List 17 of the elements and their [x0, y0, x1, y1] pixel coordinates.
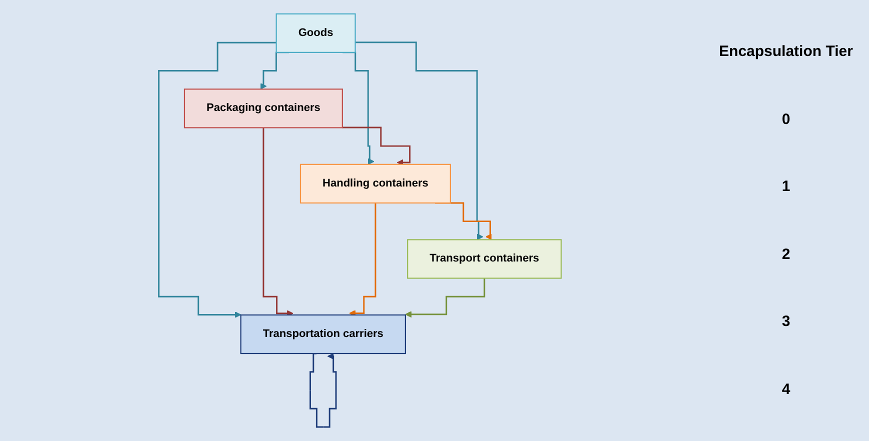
node-box: Packaging containers: [183, 88, 342, 128]
node-box: Goods: [275, 13, 356, 53]
tier-label: 2: [782, 246, 790, 263]
arrow: [309, 352, 336, 428]
tier-label: 4: [782, 380, 790, 398]
tier-label: 3: [782, 313, 790, 330]
arrow: [354, 42, 483, 240]
tier-label: 0: [782, 110, 790, 128]
arrow: [342, 126, 410, 166]
node-box: Transport containers: [406, 239, 562, 279]
node-box: Transportation carriers: [240, 314, 406, 354]
tier-label: Encapsulation Tier: [719, 43, 853, 60]
node-box: Handling containers: [299, 164, 450, 204]
arrow: [158, 42, 276, 318]
arrow: [348, 202, 376, 316]
tier-label: 1: [782, 178, 790, 196]
arrow: [404, 278, 485, 318]
